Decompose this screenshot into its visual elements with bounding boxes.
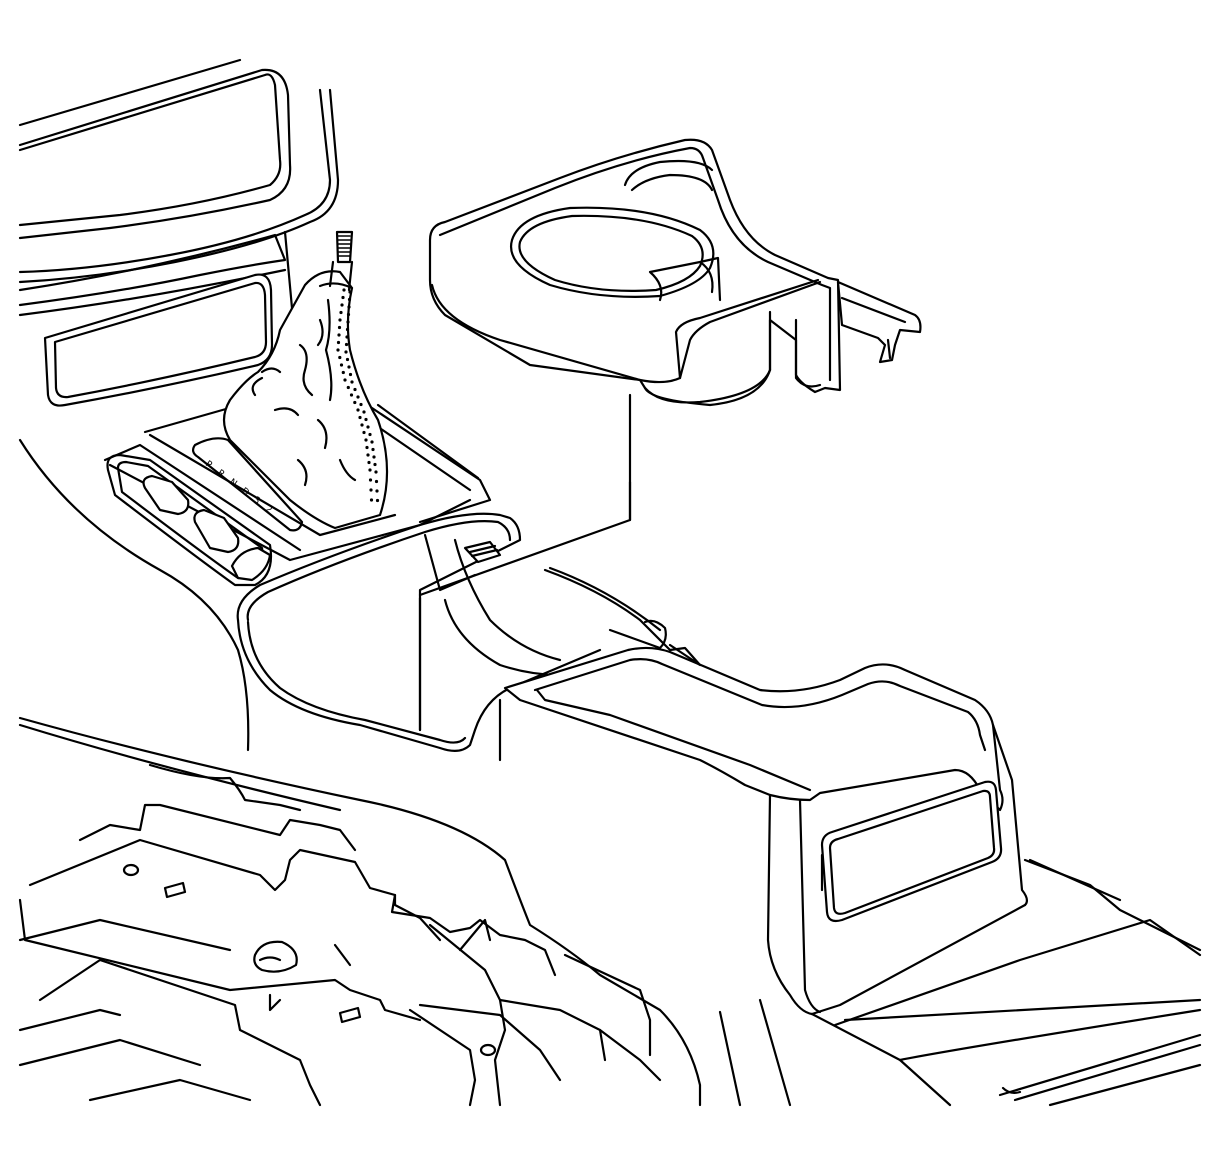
stitch-dot (336, 348, 340, 352)
stitch-dot (341, 370, 345, 375)
stitch-dot (366, 453, 370, 457)
shift-shaft (318, 230, 354, 292)
stitch-dot (341, 295, 345, 300)
shift-indicator: P R N D 3 2 (203, 459, 273, 515)
stitch-dot (375, 489, 379, 493)
stitch-dot (362, 410, 366, 414)
stitch-dot (344, 350, 348, 354)
shift-label: N (227, 477, 238, 489)
stitch-dot (358, 415, 362, 420)
stitch-dot (353, 400, 357, 405)
stitch-dot (375, 498, 380, 503)
stitch-dot (345, 335, 349, 339)
stitch-dot (373, 462, 377, 467)
stitch-dot (364, 417, 368, 422)
stitch-dot (338, 318, 342, 322)
shift-label: 2 (263, 504, 273, 515)
stitch-dot (362, 430, 366, 435)
stitch-dot (346, 320, 350, 324)
stitch-dot (368, 478, 373, 482)
boot-stitching (336, 288, 380, 503)
shift-label: P (203, 459, 214, 471)
center-console (236, 393, 1029, 1016)
stitch-dot (359, 402, 363, 407)
stitch-dot (345, 357, 350, 362)
stitch-dot (346, 312, 351, 317)
stitch-dot (369, 488, 373, 492)
shift-label: D (239, 486, 250, 498)
stitch-dot (337, 333, 341, 337)
stitch-dot (346, 385, 350, 390)
stitch-dot (364, 438, 368, 442)
stitch-dot (348, 290, 352, 294)
stitch-dot (368, 468, 372, 472)
stitch-dot (347, 365, 351, 369)
console-switches (106, 453, 273, 587)
stitch-dot (374, 479, 379, 484)
stitch-dot (356, 395, 360, 399)
stitch-dot (353, 387, 357, 392)
instrument-panel (18, 58, 340, 397)
stitch-dot (369, 498, 374, 502)
stitch-dot (348, 372, 353, 377)
stitch-dot (374, 470, 378, 474)
stitch-dot (356, 408, 360, 412)
stitch-dot (344, 342, 349, 347)
stitch-dot (350, 380, 354, 384)
stitch-dot (339, 363, 344, 367)
dash-pocket (43, 273, 274, 407)
stitch-dot (349, 393, 354, 397)
stitch-dot (347, 297, 352, 302)
stitch-dot (338, 355, 342, 360)
stitch-dot (339, 310, 343, 315)
stitch-dot (370, 440, 374, 444)
floor-pan (18, 716, 1202, 1107)
stitch-dot (342, 288, 346, 292)
stitch-dot (347, 305, 351, 309)
stitch-dot (367, 460, 371, 465)
shift-label: 3 (251, 495, 261, 506)
stitch-dot (337, 325, 342, 330)
cup-holder (428, 138, 922, 407)
stitch-dot (366, 425, 370, 429)
stitch-dot (368, 432, 372, 437)
shift-label: R (215, 468, 226, 480)
stitch-dot (360, 423, 364, 427)
stitch-dot (371, 447, 375, 452)
stitch-dot (340, 303, 344, 307)
stitch-dot (343, 378, 347, 382)
stitch-dot (372, 455, 376, 459)
stitch-dot (336, 340, 341, 345)
stitch-dot (365, 445, 369, 450)
stitch-dot (345, 327, 350, 332)
